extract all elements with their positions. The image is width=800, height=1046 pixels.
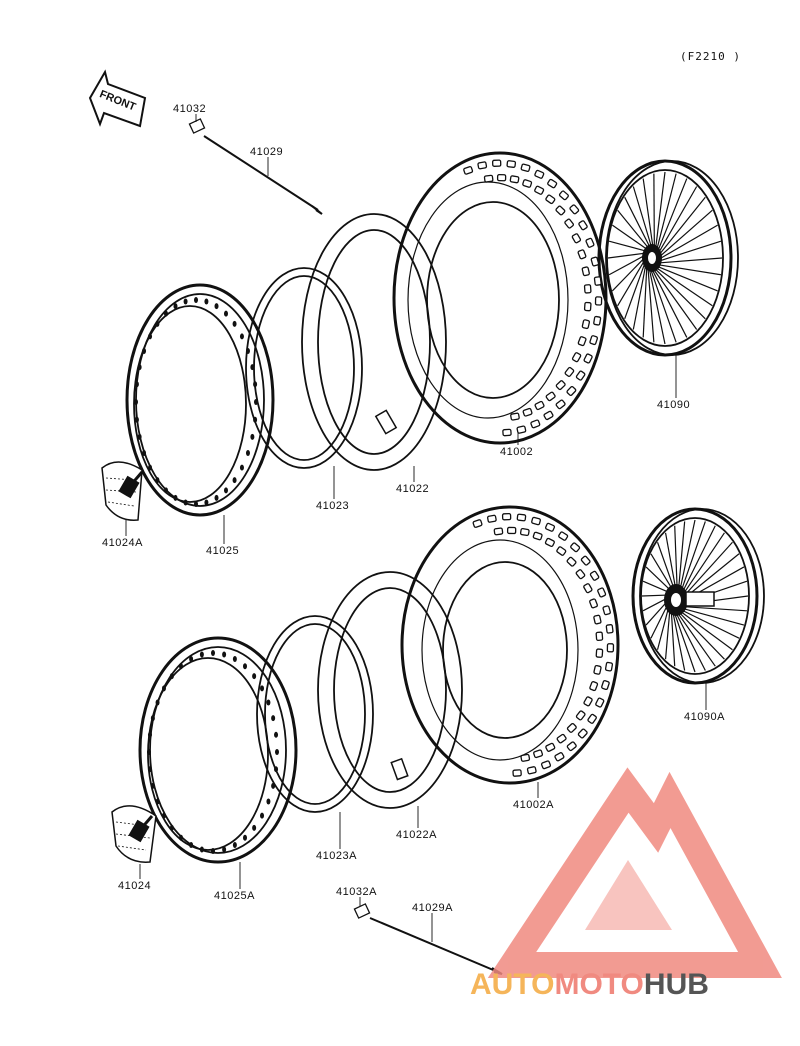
- rim-41025A: [138, 636, 298, 864]
- label-41023: 41023: [316, 500, 349, 512]
- tire-41002A: [400, 505, 620, 785]
- label-41032A: 41032A: [336, 886, 377, 898]
- spoke-41029A: [369, 917, 503, 975]
- rim-lock-41024: [111, 805, 157, 863]
- watermark-text: AUTOMOTOHUB: [470, 968, 709, 1001]
- label-41090A: 41090A: [684, 711, 725, 723]
- front-arrow-icon: FRONT: [88, 69, 147, 128]
- label-41024: 41024: [118, 880, 151, 892]
- spoke-nipple-41032: [188, 118, 206, 134]
- tube-41022: [301, 213, 447, 471]
- part-labels: 41032 41029 41090 41002 41022 41023 4102…: [102, 103, 725, 942]
- spoke-41029: [203, 135, 323, 215]
- watermark-logo: [487, 767, 782, 978]
- label-41032: 41032: [173, 103, 206, 115]
- label-41022A: 41022A: [396, 829, 437, 841]
- tire-41002: [392, 151, 608, 445]
- label-41002A: 41002A: [513, 799, 554, 811]
- label-41090: 41090: [657, 399, 690, 411]
- label-41002: 41002: [500, 446, 533, 458]
- spoke-nipple-41032A: [353, 903, 371, 919]
- label-41029: 41029: [250, 146, 283, 158]
- label-41025: 41025: [206, 545, 239, 557]
- rim-lock-41024A: [101, 461, 144, 521]
- spoked-wheel-41090: [597, 159, 739, 357]
- spoked-wheel-41090A: [631, 507, 765, 685]
- label-41023A: 41023A: [316, 850, 357, 862]
- label-41025A: 41025A: [214, 890, 255, 902]
- label-41029A: 41029A: [412, 902, 453, 914]
- diagram-code: (F2210 ): [680, 50, 741, 63]
- label-41022: 41022: [396, 483, 429, 495]
- label-41024A: 41024A: [102, 537, 143, 549]
- rim-41025: [125, 283, 275, 517]
- rim-band-41023A: [256, 615, 374, 813]
- tube-41022A: [317, 571, 463, 809]
